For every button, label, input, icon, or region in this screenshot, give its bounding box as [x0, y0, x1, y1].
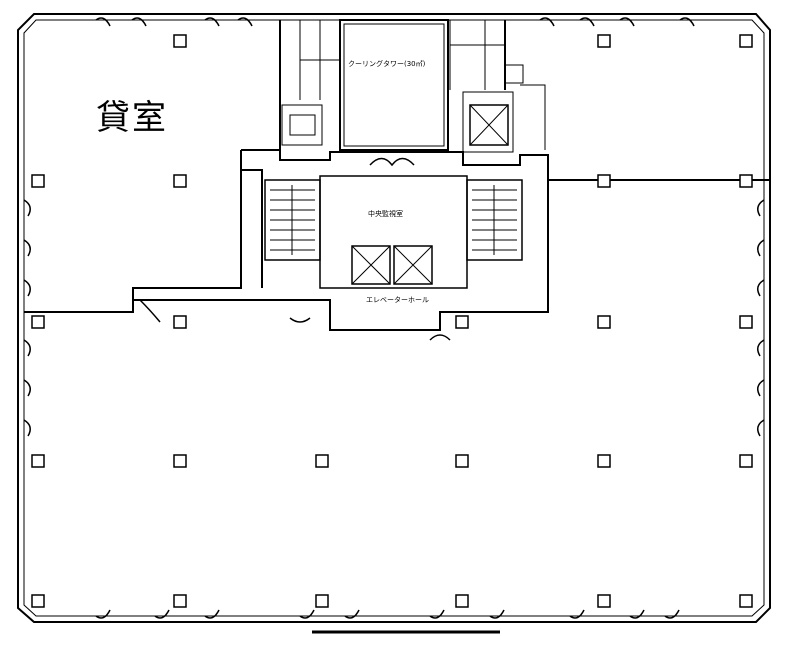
rental-room-label: 貸室 — [96, 98, 168, 138]
cooling-tower-box — [339, 19, 449, 151]
left-room-wall — [24, 150, 242, 313]
main-floor-line — [24, 180, 549, 331]
window-swings — [23, 17, 765, 619]
outer-wall — [17, 13, 771, 623]
elevator-2 — [393, 245, 433, 285]
cooling-tower-label: クーリングタワー(30㎡) — [348, 59, 426, 68]
elevator-hall-label: エレベーターホール — [366, 295, 429, 304]
columns — [31, 34, 753, 608]
elevator-hall — [319, 175, 468, 289]
central-monitor-label: 中央監視室 — [368, 209, 403, 218]
service-elevator — [469, 104, 509, 146]
inner-wall-line — [23, 19, 765, 617]
elevator-1 — [351, 245, 391, 285]
core-wall — [241, 149, 770, 181]
